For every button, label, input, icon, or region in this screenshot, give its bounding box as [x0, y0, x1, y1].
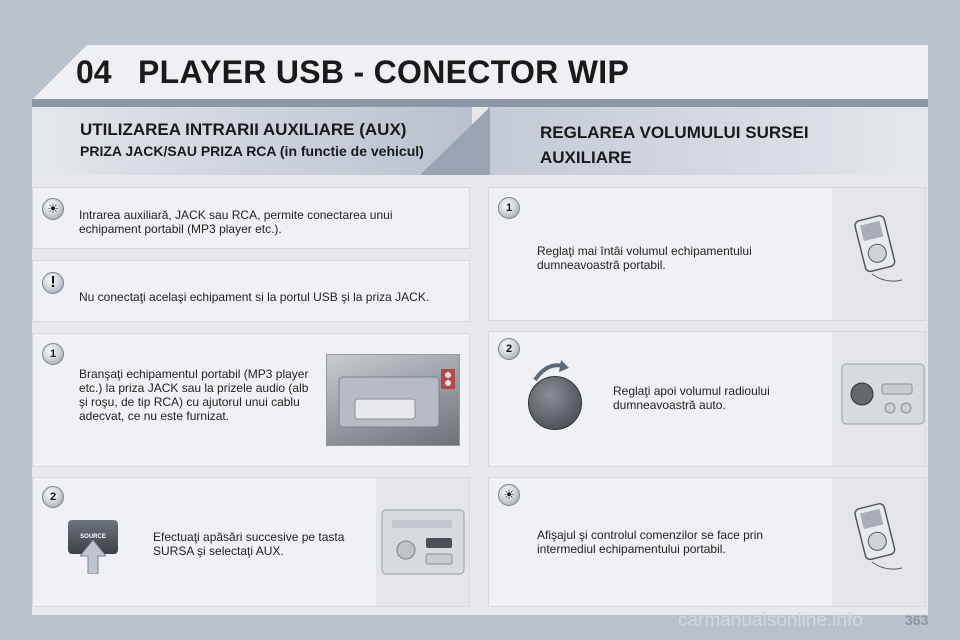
glovebox-photo	[326, 354, 460, 446]
left-panel-info	[32, 187, 470, 249]
arrow-up-icon	[80, 540, 106, 574]
right-section-header	[488, 107, 928, 175]
warning-icon: !	[42, 272, 64, 294]
right-section-title: REGLAREA VOLUMULUI SURSEI AUXILIARE	[540, 123, 809, 167]
left-section-subtitle: PRIZA JACK/SAU PRIZA RCA (in functie de …	[80, 143, 424, 159]
left-panel-warning-text: Nu conectaţi acelaşi echipament si la po…	[79, 290, 430, 304]
rotate-arrow-icon	[533, 360, 569, 382]
volume-knob	[528, 376, 582, 430]
right-panel-step-2-text: Reglaţi apoi volumul radioului dumneavoa…	[613, 384, 770, 412]
bulb-icon: ☀	[42, 198, 64, 220]
radio-volume-icon	[841, 363, 925, 425]
step-number-badge: 2	[498, 338, 520, 360]
page-title: PLAYER USB - CONECTOR WIP	[138, 54, 630, 90]
chapter-number: 04	[76, 54, 112, 90]
header-corner	[32, 45, 87, 100]
step-number-badge: 1	[498, 197, 520, 219]
portable-player-icon	[854, 215, 903, 282]
left-panel-step-2-text: Efectuaţi apăsări succesive pe tasta SUR…	[153, 530, 345, 558]
header-bar	[32, 45, 928, 100]
left-panel-step-1-text: Branşaţi echipamentul portabil (MP3 play…	[79, 367, 309, 423]
radio-knob-image-area	[832, 332, 925, 466]
left-panel-warning	[32, 260, 470, 322]
radio-unit-icon	[381, 509, 465, 575]
radio-image-area	[376, 478, 469, 606]
left-section-header	[32, 107, 472, 175]
page-number: 363	[905, 612, 929, 628]
watermark: carmanualsonline.info	[678, 610, 863, 631]
left-section-title: UTILIZAREA INTRARII AUXILIARE (AUX)	[80, 120, 407, 139]
portable-player-icon	[854, 503, 903, 570]
bulb-icon: ☀	[498, 484, 520, 506]
left-panel-info-text: Intrarea auxiliară, JACK sau RCA, permit…	[79, 208, 393, 236]
right-panel-step-1-text: Reglaţi mai întâi volumul echipamentului…	[537, 244, 752, 272]
right-panel-info-text: Afişajul şi controlul comenzilor se face…	[537, 528, 764, 556]
player-image-area-2	[832, 478, 925, 606]
header-strip	[32, 99, 928, 107]
step-number-badge: 1	[42, 343, 64, 365]
player-image-area	[832, 188, 925, 320]
glovebox-illustration	[338, 369, 455, 428]
section-divider	[420, 107, 490, 175]
step-number-badge: 2	[42, 486, 64, 508]
